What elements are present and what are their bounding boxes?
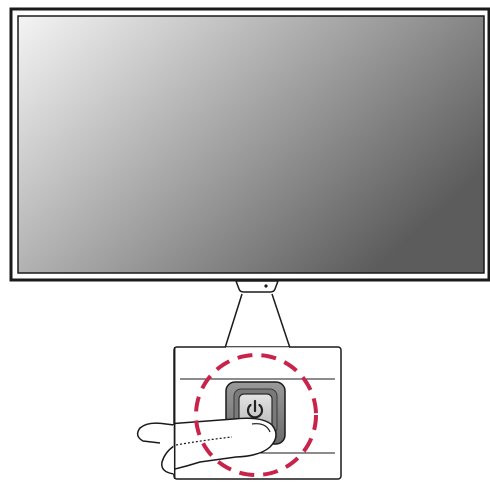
hand-outside <box>161 445 175 475</box>
highlight-ring <box>194 353 318 477</box>
callout-pointer-left <box>224 293 243 349</box>
finger-icon <box>174 417 277 477</box>
joystick-housing <box>234 280 280 293</box>
monitor-screen <box>17 15 485 274</box>
power-icon <box>246 399 264 419</box>
joystick-indicator <box>264 284 268 288</box>
finger-outside <box>136 422 175 444</box>
callout-pointer-right <box>271 293 291 349</box>
